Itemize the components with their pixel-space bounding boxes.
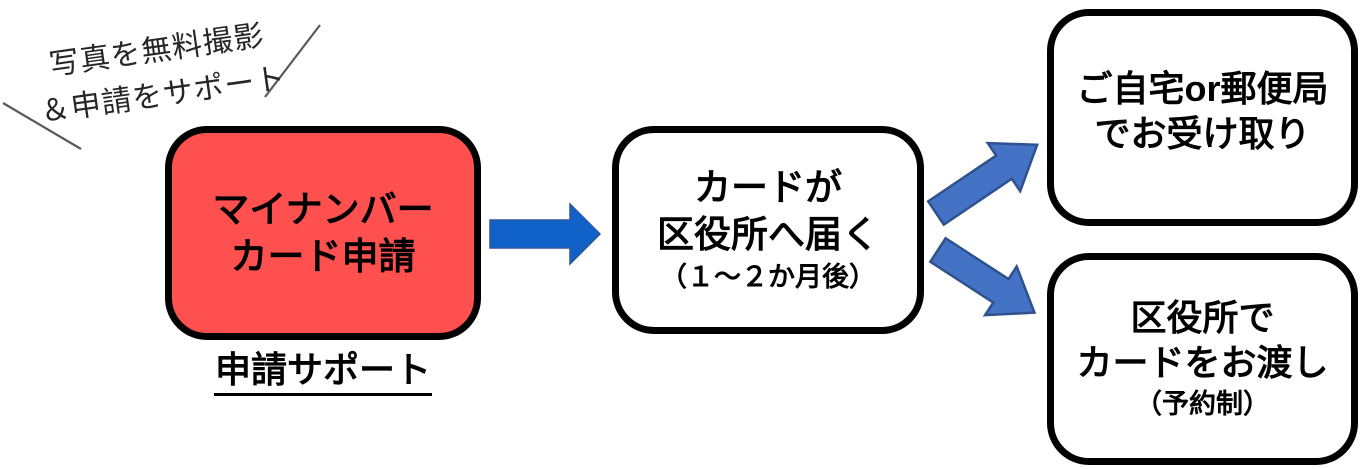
node-receive-home-or-post-office: ご自宅or郵便局 でお受け取り	[1047, 9, 1358, 226]
flow-arrow-down-right-icon	[928, 236, 1037, 317]
node-receive-at-ward-office: 区役所で カードをお渡し （予約制）	[1047, 253, 1358, 465]
node-mynumber-card-application: マイナンバー カード申請	[165, 126, 481, 340]
node-arrive-note: （１～２か月後）	[660, 261, 876, 292]
flow-arrow-up-right-icon	[926, 141, 1039, 227]
node-office-line1: 区役所で	[1130, 296, 1275, 338]
node-office-line2: カードをお渡し	[1076, 341, 1329, 383]
node-arrive-line1: カードが	[694, 166, 842, 208]
node-arrive-line2: 区役所へ届く	[657, 213, 879, 255]
flow-arrow-right-icon	[489, 202, 602, 266]
node-card-arrives-ward-office: カードが 区役所へ届く （１～２か月後）	[612, 126, 924, 334]
node-home-line2: でお受け取り	[1094, 112, 1311, 154]
node-apply-line2: カード申請	[230, 236, 416, 277]
promo-banner: 写真を無料撮影 ＆申請をサポート	[15, 9, 305, 137]
node-office-note: （予約制）	[1135, 388, 1270, 419]
application-support-caption: 申請サポート	[165, 350, 481, 396]
application-support-caption-text: 申請サポート	[213, 350, 432, 396]
node-apply-line1: マイナンバー	[212, 189, 434, 230]
node-home-line1: ご自宅or郵便局	[1076, 67, 1329, 109]
